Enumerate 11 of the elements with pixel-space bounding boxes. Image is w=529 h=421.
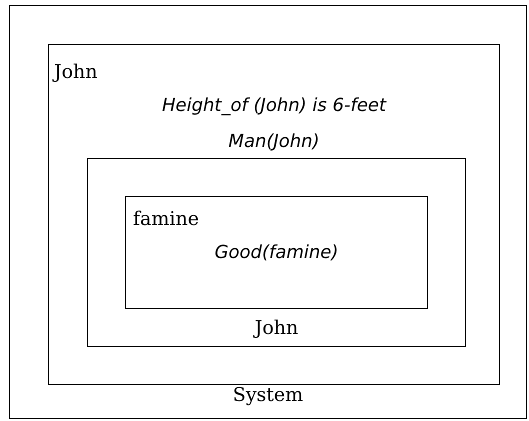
predicate-text: Height_of (John) is 6-feet bbox=[160, 95, 388, 117]
predicate-text: Good(famine) bbox=[214, 242, 340, 264]
entity-label: John bbox=[252, 317, 300, 339]
frame-box bbox=[87, 158, 466, 347]
entity-label: famine bbox=[133, 208, 199, 230]
entity-label: John bbox=[54, 61, 98, 83]
predicate-text: Man(John) bbox=[227, 131, 321, 153]
entity-label: System bbox=[232, 384, 304, 406]
frame-box bbox=[125, 196, 428, 309]
frame-box bbox=[9, 5, 527, 419]
frame-box bbox=[48, 44, 500, 385]
